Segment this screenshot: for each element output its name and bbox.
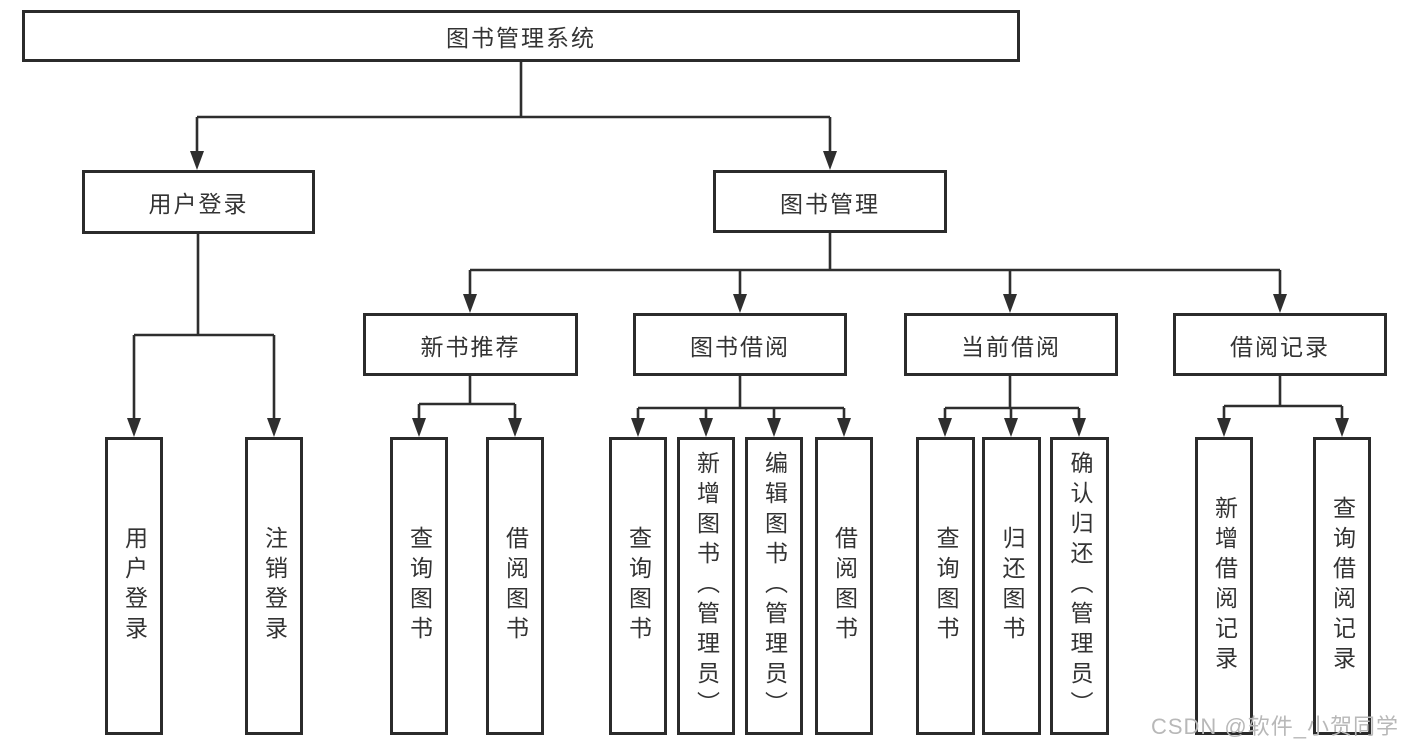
leaf-query-books-recommend: 查询图书 (390, 437, 448, 735)
node-label: 注销登录 (261, 526, 288, 646)
node-current-borrow: 当前借阅 (904, 313, 1118, 376)
node-borrow-records: 借阅记录 (1173, 313, 1387, 376)
leaf-logout: 注销登录 (245, 437, 303, 735)
leaf-borrow-books: 借阅图书 (815, 437, 873, 735)
node-label: 归还图书 (999, 526, 1025, 646)
node-label: 借阅记录 (1230, 333, 1330, 360)
leaf-user-login: 用户登录 (105, 437, 163, 735)
leaf-return-books: 归还图书 (982, 437, 1041, 735)
node-library-system: 图书管理系统 (22, 10, 1020, 62)
node-label: 借阅图书 (831, 526, 858, 646)
leaf-add-books-admin: 新增图书（管理员） (677, 437, 735, 735)
leaf-add-borrow-record: 新增借阅记录 (1195, 437, 1253, 735)
leaf-edit-books-admin: 编辑图书（管理员） (745, 437, 803, 735)
leaf-query-books-current: 查询图书 (916, 437, 975, 735)
node-label: 图书管理 (780, 190, 880, 217)
node-label: 图书借阅 (690, 333, 790, 360)
node-label: 当前借阅 (961, 333, 1061, 360)
node-book-management: 图书管理 (713, 170, 947, 233)
node-label: 编辑图书（管理员） (761, 451, 788, 721)
node-label: 用户登录 (148, 191, 249, 217)
node-label: 用户登录 (121, 526, 148, 646)
node-new-book-recommend: 新书推荐 (363, 313, 578, 376)
leaf-confirm-return-admin: 确认归还（管理员） (1050, 437, 1109, 735)
node-label: 确认归还（管理员） (1067, 451, 1093, 721)
leaf-query-books-borrow: 查询图书 (609, 437, 667, 735)
node-label: 图书管理系统 (446, 25, 596, 51)
node-user-login-branch: 用户登录 (82, 170, 315, 234)
node-label: 查询图书 (406, 526, 433, 646)
node-label: 借阅图书 (502, 526, 529, 646)
node-label: 查询借阅记录 (1329, 496, 1356, 676)
watermark: CSDN @软件_小贺同学 (1150, 714, 1399, 739)
node-label: 查询图书 (933, 526, 959, 646)
node-label: 新增借阅记录 (1211, 496, 1238, 676)
node-label: 新书推荐 (420, 333, 521, 360)
node-book-borrow: 图书借阅 (633, 313, 847, 376)
node-label: 新增图书（管理员） (693, 451, 720, 721)
node-label: 查询图书 (625, 526, 652, 646)
leaf-borrow-books-recommend: 借阅图书 (486, 437, 544, 735)
leaf-query-borrow-record: 查询借阅记录 (1313, 437, 1371, 735)
